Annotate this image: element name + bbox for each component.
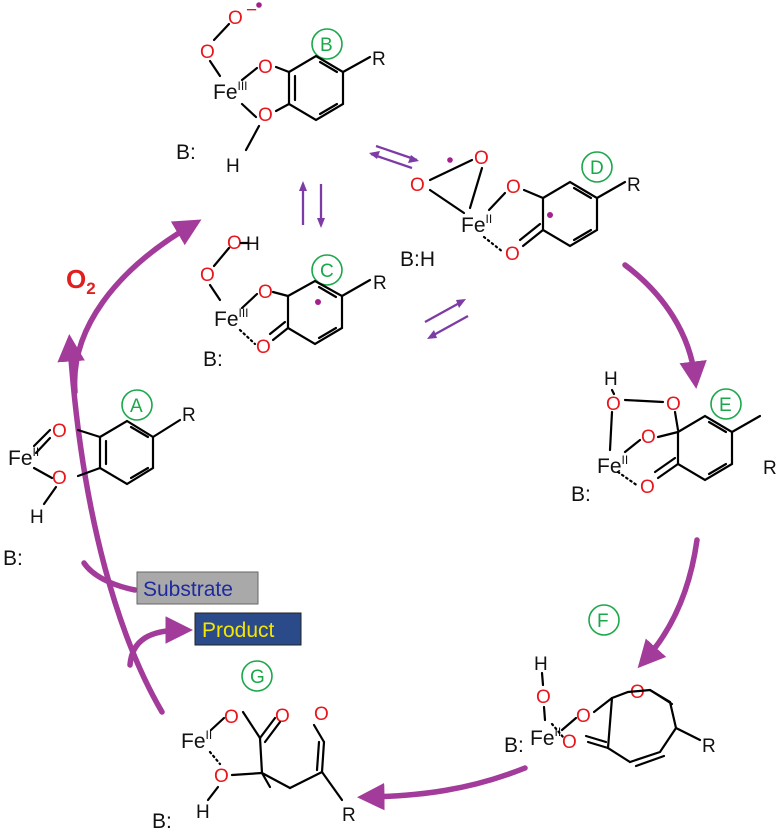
- svg-text:R: R: [373, 273, 387, 294]
- arrow-f-to-g: [357, 765, 528, 811]
- label-b: B: [320, 35, 333, 56]
- svg-text:B:: B:: [176, 141, 196, 164]
- svg-text:O: O: [258, 282, 273, 303]
- svg-text:O: O: [256, 337, 271, 358]
- svg-text:FeII: FeII: [597, 453, 628, 478]
- label-a: A: [130, 396, 143, 417]
- svg-text:B:: B:: [571, 483, 591, 506]
- equilibrium-c-d: [424, 299, 469, 339]
- substrate-tag: Substrate: [136, 571, 259, 605]
- label-d: D: [590, 158, 604, 179]
- label-f: F: [597, 611, 609, 632]
- species-f: F H O FeII O O R O B:: [504, 604, 716, 768]
- svg-text:O: O: [200, 265, 215, 286]
- svg-text:O: O: [606, 394, 621, 415]
- species-d: D O O FeII O R O B:H: [400, 148, 641, 271]
- arrow-g-to-a: [57, 334, 165, 715]
- species-a: A R O O FeII H B:: [3, 389, 196, 570]
- svg-text:O: O: [258, 105, 273, 126]
- svg-text:O: O: [228, 8, 243, 29]
- species-b: B O − O FeIII R O O H B:: [176, 0, 386, 177]
- arrow-e-to-f: [637, 537, 700, 669]
- arrow-d-to-e: [622, 262, 707, 389]
- svg-text:O: O: [314, 704, 329, 725]
- svg-text:FeII: FeII: [8, 445, 39, 470]
- svg-text:O: O: [227, 233, 242, 254]
- svg-text:R: R: [702, 736, 716, 757]
- svg-text:B:: B:: [203, 348, 223, 371]
- svg-text:O: O: [630, 682, 645, 703]
- svg-text:R: R: [763, 458, 777, 479]
- svg-text:FeIII: FeIII: [214, 306, 249, 331]
- svg-text:B:: B:: [152, 810, 172, 831]
- arrow-a-to-b: [71, 219, 202, 395]
- svg-text:O: O: [52, 421, 67, 442]
- svg-text:R: R: [182, 405, 196, 426]
- svg-text:R: R: [342, 805, 356, 826]
- svg-text:O: O: [641, 427, 656, 448]
- cycle-arrows: [57, 219, 707, 811]
- svg-text:O: O: [505, 244, 520, 265]
- substrate-entry-arrow: [81, 560, 138, 593]
- label-c: C: [320, 261, 334, 282]
- svg-text:H: H: [604, 369, 618, 390]
- svg-text:H: H: [246, 234, 260, 255]
- svg-text:H: H: [226, 156, 240, 177]
- species-e: E H O O FeII O R O B:: [571, 369, 777, 506]
- equilibrium-b-d: [369, 144, 419, 170]
- svg-text:O: O: [410, 175, 425, 196]
- svg-text:B:: B:: [3, 547, 23, 570]
- svg-text:H: H: [30, 507, 44, 528]
- svg-text:O: O: [275, 706, 290, 727]
- svg-text:H: H: [196, 802, 210, 823]
- label-e: E: [719, 395, 732, 416]
- o2-reagent: O2: [66, 264, 96, 298]
- species-g: G FeII O O R O O H B:: [152, 660, 356, 831]
- svg-text:O: O: [224, 707, 239, 728]
- svg-text:O: O: [52, 468, 67, 489]
- svg-text:O: O: [536, 687, 551, 708]
- product-tag: Product: [194, 612, 302, 646]
- svg-text:O: O: [214, 766, 229, 787]
- product-label: Product: [202, 619, 275, 642]
- svg-text:O: O: [506, 177, 521, 198]
- svg-text:−: −: [246, 0, 257, 21]
- svg-text:B:: B:: [504, 734, 524, 757]
- svg-text:R: R: [372, 49, 386, 70]
- svg-text:O: O: [576, 706, 591, 727]
- svg-text:FeIII: FeIII: [213, 79, 248, 104]
- svg-text:FeII: FeII: [461, 212, 492, 237]
- label-g: G: [250, 667, 265, 688]
- svg-text:O: O: [640, 477, 655, 498]
- substrate-label: Substrate: [143, 578, 233, 601]
- svg-text:O: O: [474, 148, 489, 169]
- svg-text:B:H: B:H: [400, 248, 435, 271]
- svg-text:H: H: [534, 654, 548, 675]
- svg-text:FeII: FeII: [181, 728, 212, 753]
- species-c: C H O O FeIII O R O B:: [200, 233, 387, 371]
- svg-text:R: R: [627, 175, 641, 196]
- svg-text:O: O: [258, 57, 273, 78]
- equilibrium-arrows: [299, 144, 469, 339]
- svg-text:O: O: [200, 42, 215, 63]
- svg-text:O: O: [562, 732, 577, 753]
- equilibrium-b-c: [299, 181, 325, 228]
- product-exit-arrow: [127, 616, 193, 668]
- svg-text:O: O: [666, 394, 681, 415]
